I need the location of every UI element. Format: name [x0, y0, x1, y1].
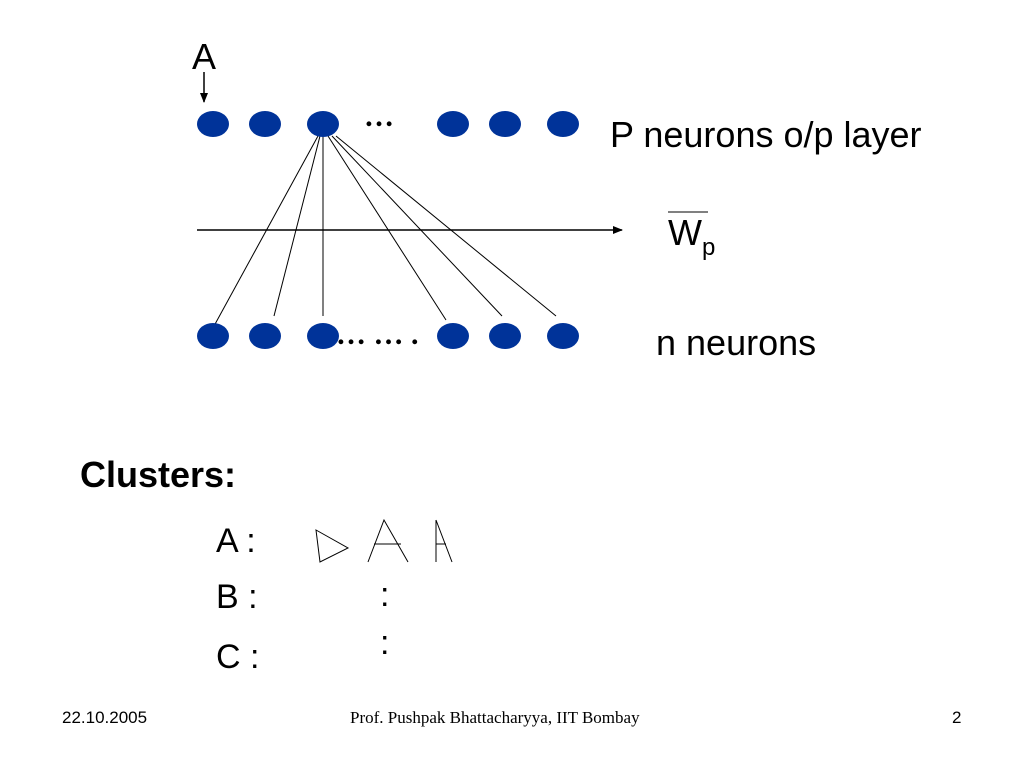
cluster-label-a: A : — [216, 522, 256, 560]
connection-line — [327, 135, 447, 321]
output-neuron — [249, 111, 281, 137]
footer-page-number: 2 — [952, 708, 962, 727]
input-neuron — [437, 323, 469, 349]
output-neuron — [489, 111, 521, 137]
weight-subscript: p — [701, 234, 716, 261]
cluster-c-continuation: : — [380, 624, 390, 662]
connection-line — [335, 135, 557, 317]
input-layer-label: n neurons — [656, 322, 817, 363]
cluster-b-continuation: : — [380, 576, 390, 614]
input-label-a: A — [192, 36, 217, 77]
cluster-label-c: C : — [216, 638, 260, 676]
input-layer-ellipsis: … … . — [336, 318, 419, 351]
output-layer-label: P neurons o/p layer — [610, 114, 922, 155]
pattern-sketch — [367, 518, 409, 563]
output-layer — [197, 111, 579, 137]
footer-author: Prof. Pushpak Bhattacharyya, IIT Bombay — [350, 708, 640, 727]
output-neuron — [197, 111, 229, 137]
input-neuron — [307, 323, 339, 349]
output-neuron — [547, 111, 579, 137]
footer-date: 22.10.2005 — [62, 708, 148, 727]
weight-label: Wp — [668, 212, 715, 261]
input-neuron — [197, 323, 229, 349]
input-neuron — [249, 323, 281, 349]
pattern-sketch — [315, 529, 350, 563]
input-neuron — [547, 323, 579, 349]
input-neuron — [489, 323, 521, 349]
weight-symbol: W — [668, 212, 702, 253]
pattern-sketch — [435, 519, 453, 563]
connection-line — [331, 135, 503, 317]
output-neuron — [437, 111, 469, 137]
cluster-a-patterns — [315, 518, 453, 563]
connection-line — [213, 135, 319, 327]
input-layer — [197, 323, 579, 349]
clusters-heading: Clusters: — [80, 454, 237, 495]
output-neuron — [307, 111, 339, 137]
connection-line — [273, 135, 321, 317]
output-layer-ellipsis: … — [364, 100, 394, 133]
connection-lines — [213, 135, 557, 327]
cluster-label-b: B : — [216, 578, 258, 616]
